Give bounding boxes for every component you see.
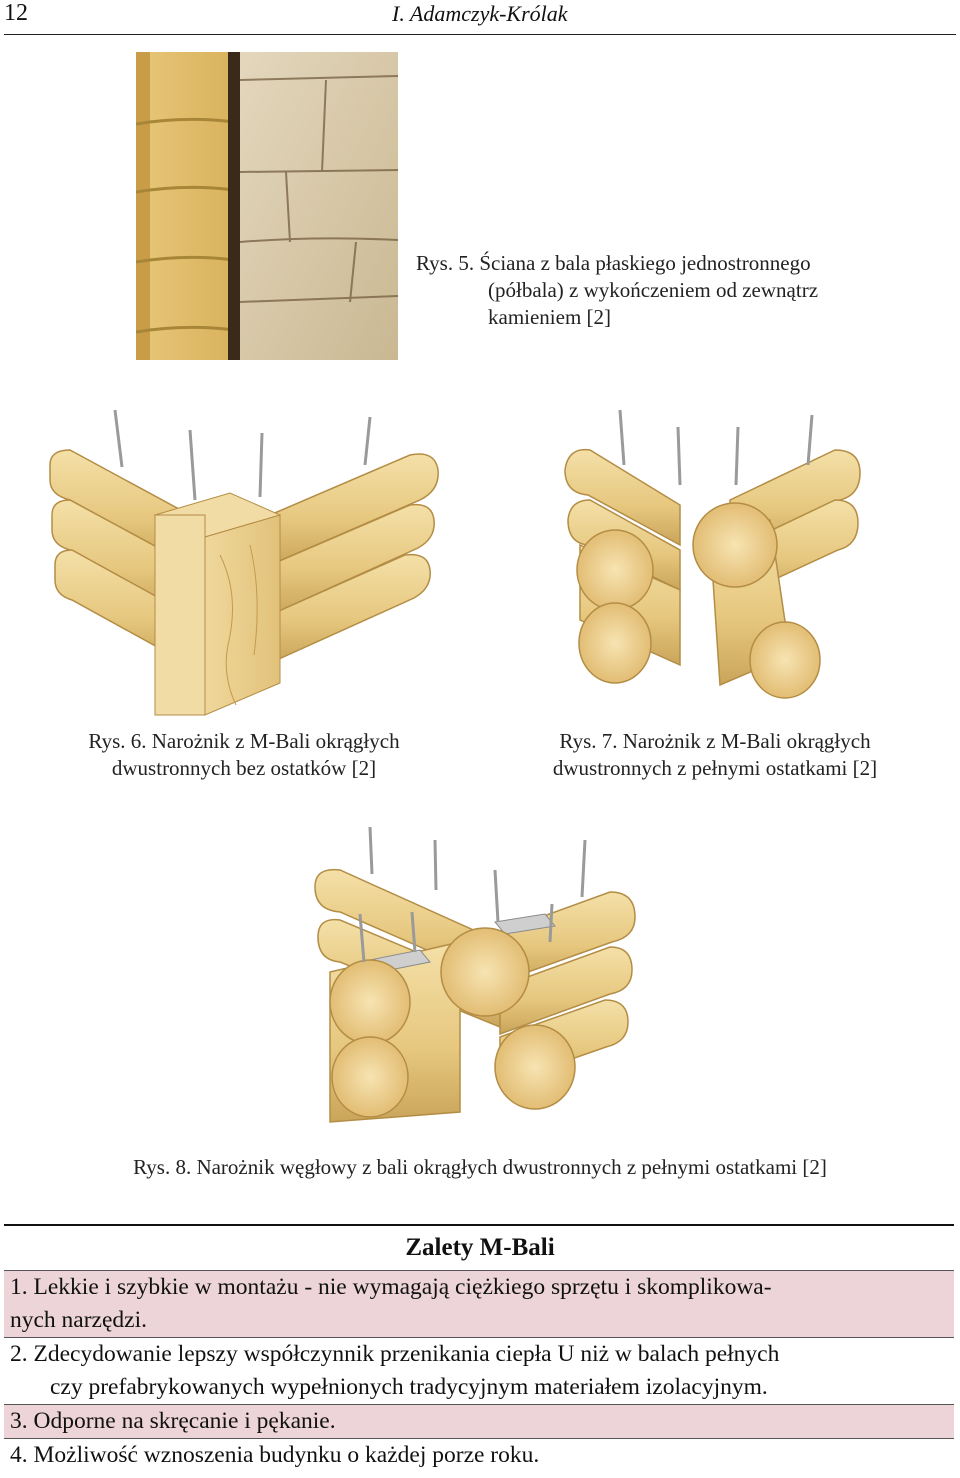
- list-rule: [4, 1438, 954, 1439]
- item-text-line: nych narzędzi.: [10, 1307, 148, 1333]
- figure-5-caption-line-3: kamieniem [2]: [488, 305, 612, 329]
- figure-7-image: [560, 405, 870, 705]
- list-item: 3. Odporne na skręcanie i pękanie.: [4, 1405, 954, 1438]
- item-text-line: Możliwość wznoszenia budynku o każdej po…: [33, 1442, 540, 1468]
- list-item: 4. Możliwość wznoszenia budynku o każdej…: [4, 1439, 954, 1472]
- list-item: 2. Zdecydowanie lepszy współczynnik prze…: [4, 1338, 954, 1404]
- advantages-list: 1. Lekkie i szybkie w montażu - nie wyma…: [4, 1270, 954, 1472]
- item-number: 4.: [10, 1442, 28, 1468]
- item-number: 3.: [10, 1408, 28, 1434]
- figure-7-caption-line-2: dwustronnych z pełnymi ostatkami [2]: [552, 756, 878, 780]
- list-rule: [4, 1337, 954, 1338]
- item-text-line: Lekkie i szybkie w montażu - nie wymagaj…: [33, 1274, 772, 1300]
- figure-7-caption: Rys. 7. Narożnik z M-Bali okrągłych dwus…: [520, 728, 910, 782]
- figure-5-caption-line-2: (półbala) z wykończeniem od zewnątrz: [488, 278, 819, 302]
- figure-6-image: [40, 405, 450, 720]
- list-rule: [4, 1270, 954, 1271]
- item-text-line: Odporne na skręcanie i pękanie.: [33, 1408, 336, 1434]
- page-number: 12: [4, 0, 28, 26]
- header-rule: [4, 34, 956, 35]
- item-number: 1.: [10, 1274, 28, 1300]
- figure-5-caption-line-1: Rys. 5. Ściana z bala płaskiego jednostr…: [416, 251, 811, 275]
- figure-8-caption: Rys. 8. Narożnik węgłowy z bali okrągłyc…: [133, 1155, 827, 1179]
- figure-5-image: [136, 52, 398, 360]
- list-rule: [4, 1404, 954, 1405]
- section-title: Zalety M-Bali: [405, 1234, 555, 1261]
- figure-6-caption-line-1: Rys. 6. Narożnik z M-Bali okrągłych: [88, 729, 400, 753]
- page-header: 12 I. Adamczyk-Królak: [0, 0, 960, 35]
- figure-6-caption-line-2: dwustronnych bez ostatków [2]: [111, 756, 377, 780]
- item-number: 2.: [10, 1341, 28, 1367]
- item-text-line: czy prefabrykowanych wypełnionych tradyc…: [50, 1374, 768, 1400]
- figure-5-caption: Rys. 5. Ściana z bala płaskiego jednostr…: [416, 250, 818, 331]
- list-item: 1. Lekkie i szybkie w montażu - nie wyma…: [4, 1271, 954, 1337]
- item-text-line: Zdecydowanie lepszy współczynnik przenik…: [33, 1341, 780, 1367]
- running-head: I. Adamczyk-Królak: [392, 1, 568, 26]
- figure-6-caption: Rys. 6. Narożnik z M-Bali okrągłych dwus…: [66, 728, 422, 782]
- figure-7-caption-line-1: Rys. 7. Narożnik z M-Bali okrągłych: [559, 729, 871, 753]
- section-top-rule: [4, 1224, 954, 1226]
- figure-8-image: [300, 822, 645, 1134]
